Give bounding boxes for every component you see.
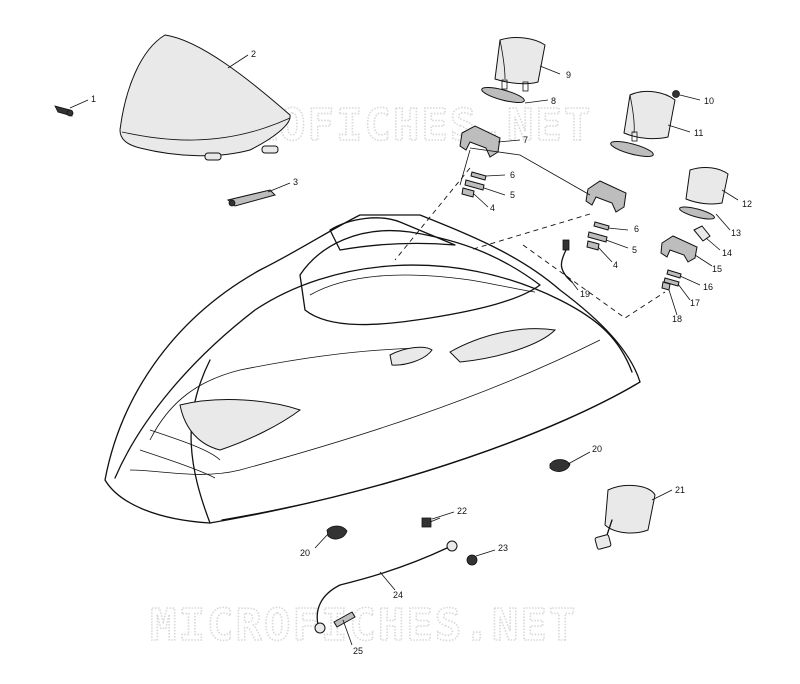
callout-8: 8 [551,96,556,106]
callout-14: 14 [722,248,732,258]
parts-16-17-18 [661,269,682,291]
callout-25: 25 [353,646,363,656]
callout-2: 2 [251,49,256,59]
callout-10: 10 [704,96,714,106]
callout-20b: 20 [300,548,310,558]
part-10-nut [672,90,680,98]
callout-5a: 5 [510,190,515,200]
parts-4-5-6-upper [461,171,487,198]
callout-17: 17 [690,298,700,308]
part-14-clip [693,225,711,242]
part-24-cable [314,540,458,634]
part-7-holder-lower [585,180,627,213]
callout-13: 13 [731,228,741,238]
callout-numbers: 1 2 3 9 8 10 11 7 6 5 4 12 6 13 5 14 4 1… [91,49,752,656]
callout-19: 19 [580,289,590,299]
callout-15: 15 [712,264,722,274]
part-1-screw [54,105,74,117]
callout-4a: 4 [490,203,495,213]
callout-3: 3 [293,177,298,187]
part-8-ring-lower [610,141,654,157]
callout-20a: 20 [592,444,602,454]
part-15-holder [660,235,698,263]
callout-4b: 4 [613,260,618,270]
part-13-ring [679,206,715,220]
part-2-windshield [119,34,291,161]
callout-22: 22 [457,506,467,516]
callout-21: 21 [675,485,685,495]
part-25-pin [333,611,356,628]
callout-6a: 6 [510,170,515,180]
hood-body [104,214,641,524]
part-23-nut [466,554,478,566]
part-11-gauge [623,90,676,142]
callout-7: 7 [523,135,528,145]
callout-9: 9 [566,70,571,80]
watermark-bottom: MICROFICHES.NET [150,600,577,651]
part-8-ring-upper [481,87,525,103]
callout-6b: 6 [634,224,639,234]
part-21-mirror [594,484,656,550]
callout-16: 16 [703,282,713,292]
callout-18: 18 [672,314,682,324]
callout-23: 23 [498,543,508,553]
part-19-wire [560,239,573,283]
dashed-leaders [394,147,666,319]
callout-1: 1 [91,94,96,104]
callout-11: 11 [694,128,703,138]
part-12-gauge [685,166,729,205]
callout-24: 24 [393,590,403,600]
callout-leaders [69,54,739,646]
part-7-holder-upper [459,125,501,158]
part-20-clip-left [326,525,348,540]
callout-5b: 5 [632,245,637,255]
part-20-clip-right [549,459,571,472]
callout-12: 12 [742,199,752,209]
parts-4-5-6-lower [586,221,610,251]
part-3-bracket [226,189,276,207]
part-22-bolt [421,517,441,528]
part-9-gauge [494,37,546,92]
